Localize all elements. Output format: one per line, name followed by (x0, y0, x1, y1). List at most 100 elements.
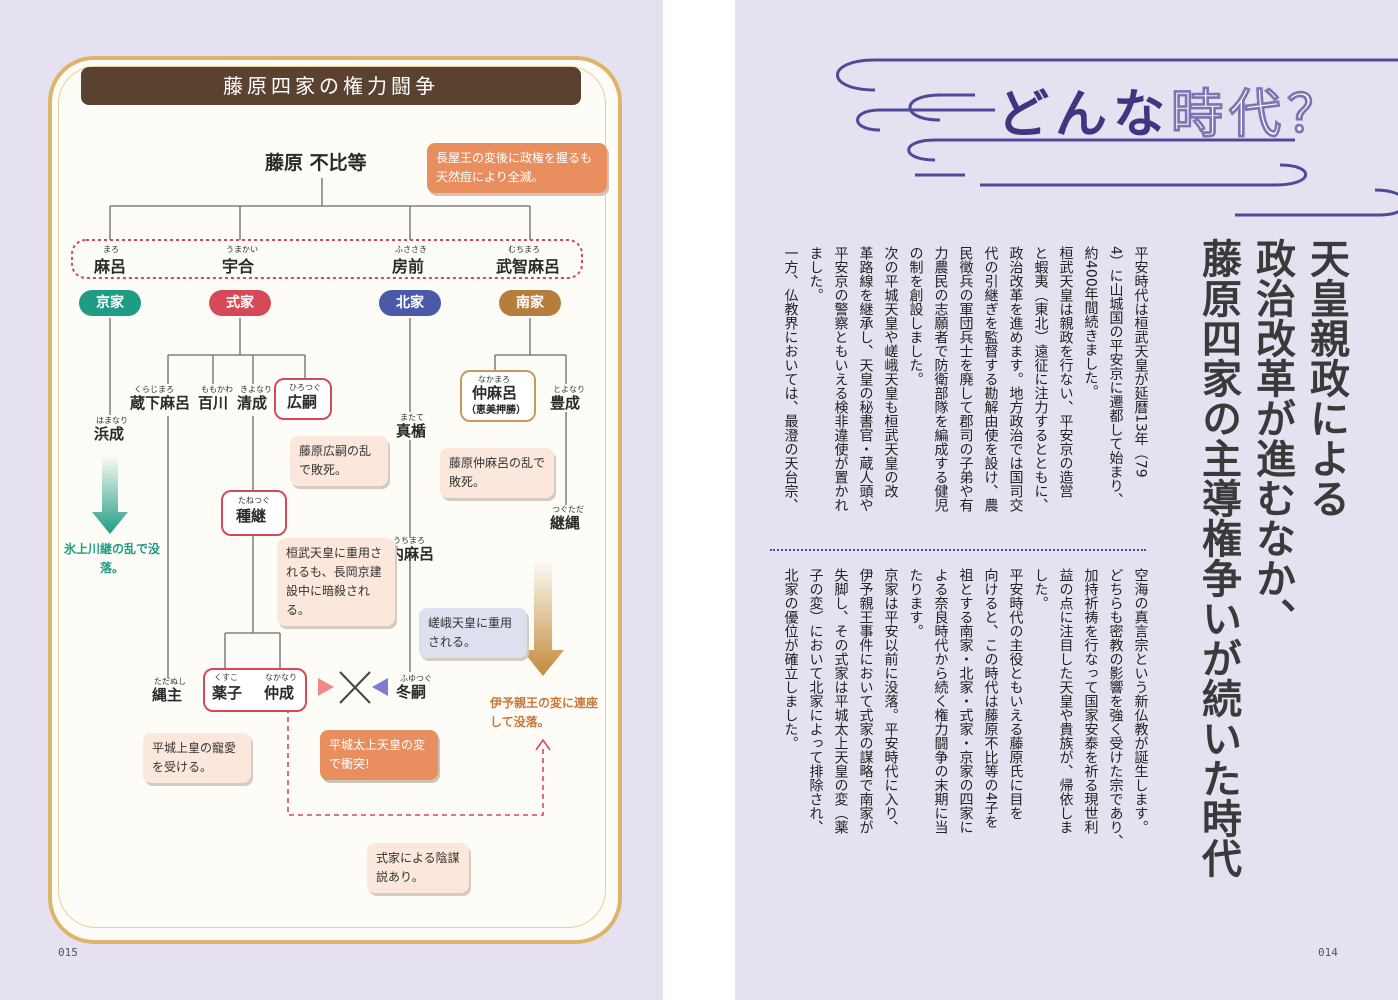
body-top-line: 次の平城天皇や嵯峨天皇も桓武天皇の改 (882, 246, 899, 498)
body-bottom-line: たります。 (907, 568, 924, 638)
note-heizei: 平城太上天皇の変で衝突! (320, 730, 438, 780)
person-ruby: なかまろ (478, 375, 510, 384)
house-shiki: 式家 (209, 290, 271, 316)
founder-ruby: まろ (103, 245, 119, 254)
person-name: 清成 (237, 394, 268, 412)
house-nan: 南家 (499, 290, 561, 316)
person-name: 薬子 (212, 684, 243, 702)
founder-ruby: ふささき (395, 245, 427, 254)
page-number-right: 014 (1318, 946, 1338, 959)
body-top-line: ました。 (807, 246, 824, 302)
founder-name: 武智麻呂 (496, 257, 561, 276)
body-top-line: 政治改革を進めます。地方政治では国司交 (1007, 246, 1024, 512)
person-ruby: はまなり (96, 416, 128, 425)
person-ruby: ふゆつぐ (400, 674, 432, 683)
body-top-line: 革路線を継承し、天皇の秘書官・蔵人頭や (857, 246, 874, 512)
note-kusuko: 平城上皇の寵愛を受ける。 (143, 733, 251, 783)
body-top-line: 4）に山城国の平安京に遷都して始まり、 (1107, 246, 1124, 507)
body-top-line: 民徴兵の軍団兵士を廃して郡司の子弟や有 (957, 246, 974, 512)
person-name: 豊成 (550, 394, 581, 412)
page-number-left: 015 (58, 946, 78, 959)
body-top-line: 平安時代は桓武天皇が延暦13年（79 (1132, 246, 1149, 478)
person-alias: （恵美押勝） (466, 405, 526, 416)
note-conspiracy: 式家による陰謀説あり。 (367, 843, 469, 893)
body-bottom-line: 北家の優位が確立しました。 (782, 568, 799, 750)
title-line-1: 天皇親政による (1303, 238, 1349, 518)
founder-ruby: むちまろ (508, 245, 540, 254)
note-nakamaro: 藤原仲麻呂の乱で敗死。 (440, 448, 554, 498)
body-bottom-line: 益の点に注目した天皇や貴族が、帰依しま (1057, 568, 1074, 834)
body-bottom-line: 空海の真言宗という新仏教が誕生します。 (1132, 568, 1149, 834)
person-name: 内麻呂 (389, 545, 435, 563)
person-name: 仲麻呂 (472, 384, 518, 402)
person-name: 真楯 (396, 422, 427, 440)
founder-ruby: うまかい (226, 245, 258, 254)
kusuko-nakanari-box (203, 668, 307, 712)
tanetsugu-box (221, 490, 287, 536)
body-bottom-line: 加持祈祷を行なって国家安泰を祈る現世利 (1082, 568, 1099, 834)
note-tanetsugu: 桓武天皇に重用されるも、長岡京建設中に暗殺される。 (277, 538, 395, 626)
person-name: 広嗣 (287, 393, 318, 411)
body-bottom-line: 京家は平安以前に没落。平安時代に入り、 (882, 568, 899, 834)
body-bottom-line: よる奈良時代から続く権力闘争の末期に当 (932, 568, 949, 834)
person-ruby: ももかわ (201, 385, 233, 394)
person-name: 仲成 (264, 684, 295, 702)
body-bottom-line: 祖とする南家・北家・式家・京家の四家に (957, 568, 974, 834)
person-ruby: ただぬし (154, 677, 186, 686)
heading: どんな時代？ (997, 72, 1345, 147)
heading-plain: どんな (997, 85, 1172, 145)
nakamaro-box (460, 370, 536, 422)
person-name: 百川 (198, 394, 229, 412)
person-ruby: とよなり (553, 385, 585, 394)
founder-name: 宇合 (222, 257, 255, 276)
chart-title: 藤原四家の権力闘争 (81, 67, 581, 105)
note-hikami: 氷上川継の乱で没落。 (64, 542, 161, 575)
person-ruby: きよなり (240, 385, 272, 394)
heading-accent: 時代？ (1171, 85, 1346, 146)
patriarch-name: 藤原 不比等 (265, 152, 367, 174)
person-ruby: なかなり (265, 673, 297, 682)
person-name: 種継 (236, 507, 267, 525)
note-iyo: 伊予親王の変に連座して没落。 (490, 696, 599, 729)
crossed-swords-icon (340, 670, 374, 704)
body-bottom-line: 伊予親王事件において式家の謀略で南家が (857, 568, 874, 834)
person-ruby: くらじまろ (134, 385, 174, 394)
body-top-line: 約400年間続きました。 (1082, 246, 1099, 399)
person-ruby: つぐただ (552, 505, 584, 514)
person-name: 浜成 (94, 425, 125, 443)
body-top-line: 代の引継ぎを監督する勘解由使を設け、農 (982, 246, 999, 512)
title-line-2: 政治改革が進むなか、 (1249, 238, 1295, 638)
note-nagaya: 長屋王の変後に政権を握るも天然痘により全滅。 (427, 143, 607, 193)
founder-name: 房前 (392, 257, 425, 276)
chart-frame (48, 56, 622, 944)
body-bottom-line: 子の変）において北家によって排除され、 (807, 568, 824, 834)
body-bottom-line: した。 (1032, 568, 1049, 610)
house-hoku: 北家 (379, 290, 441, 316)
house-kyo: 京家 (79, 290, 141, 316)
note-saga: 嵯峨天皇に重用される。 (419, 608, 527, 658)
person-name: 蔵下麻呂 (130, 394, 191, 412)
body-bottom-line: 向けると、この時代は藤原不比等の4子を (982, 568, 999, 829)
person-ruby: たねつぐ (238, 496, 270, 505)
person-ruby: またて (400, 413, 424, 422)
body-bottom-line: どちらも密教の影響を強く受けた宗であり、 (1107, 568, 1124, 848)
family-tree-lines (71, 178, 583, 816)
body-top-line: 力農民の志願者で防衛部隊を編成する健児 (932, 246, 949, 512)
body-top-line: 桓武天皇は親政を行ない、平安京の造営 (1057, 246, 1074, 498)
chart-frame-inner (58, 66, 606, 928)
person-ruby: うちまろ (393, 536, 425, 545)
body-bottom-line: 失脚し、その式家は平城太上天皇の変（薬 (832, 568, 849, 834)
founder-name: 麻呂 (94, 257, 127, 276)
person-name: 冬嗣 (396, 683, 427, 701)
note-hirotsugu: 藤原広嗣の乱で敗死。 (290, 436, 388, 486)
body-top-line: と蝦夷（東北）遠征に注力するとともに、 (1032, 246, 1049, 512)
person-ruby: くすこ (214, 673, 238, 682)
person-name: 継縄 (550, 514, 581, 532)
person-ruby: ひろつぐ (289, 383, 321, 392)
hirotsugu-box (274, 378, 332, 420)
section-divider (770, 549, 1146, 551)
person-name: 縄主 (152, 686, 183, 704)
body-top-line: の制を創設しました。 (907, 246, 924, 386)
body-top-line: 平安京の警察ともいえる検非違使が置かれ (832, 246, 849, 512)
body-top-line: 一方、仏教界においては、最澄の天台宗、 (782, 246, 799, 512)
